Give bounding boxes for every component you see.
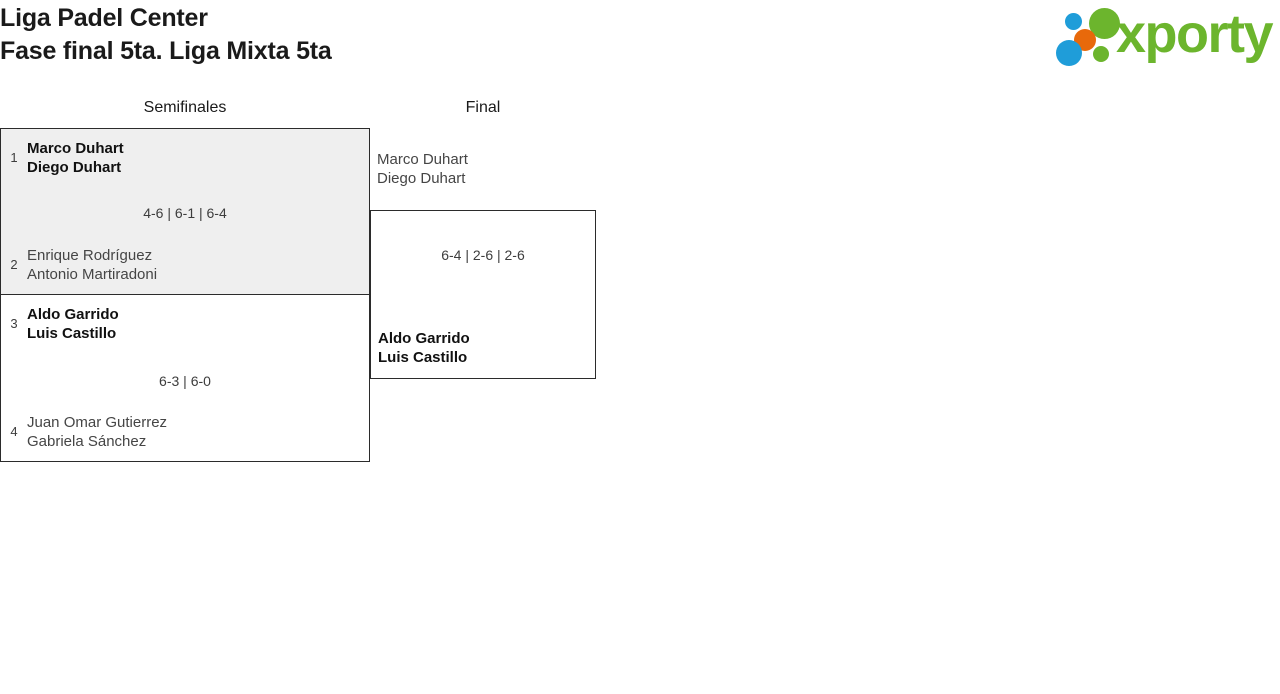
match-semifinal-2[interactable]: 3 Aldo Garrido Luis Castillo 6-3 | 6-0 4… bbox=[0, 294, 370, 462]
team-players: Marco Duhart Diego Duhart bbox=[377, 150, 468, 188]
match-team-top[interactable]: 1 Marco Duhart Diego Duhart bbox=[1, 139, 124, 177]
team-players: Aldo Garrido Luis Castillo bbox=[378, 329, 470, 367]
match-score: 6-4 | 2-6 | 2-6 bbox=[441, 247, 525, 263]
player-name: Diego Duhart bbox=[27, 159, 122, 176]
player-name: Enrique Rodríguez bbox=[27, 247, 153, 264]
match-team-top[interactable]: 3 Aldo Garrido Luis Castillo bbox=[1, 305, 119, 343]
match-team-bottom[interactable]: 2 Enrique Rodríguez Antonio Martiradoni bbox=[1, 246, 157, 284]
logo-dot-blue-small bbox=[1065, 13, 1082, 30]
tournament-phase: Fase final 5ta. Liga Mixta 5ta bbox=[0, 37, 332, 65]
page-title: Liga Padel Center Fase final 5ta. Liga M… bbox=[0, 2, 332, 68]
team-players: Enrique Rodríguez Antonio Martiradoni bbox=[27, 246, 157, 284]
team-players: Juan Omar Gutierrez Gabriela Sánchez bbox=[27, 413, 167, 451]
logo-dots-icon bbox=[1056, 7, 1120, 67]
match-score: 6-3 | 6-0 bbox=[159, 373, 211, 389]
match-team-bottom[interactable]: 4 Juan Omar Gutierrez Gabriela Sánchez bbox=[1, 413, 167, 451]
seed-number: 3 bbox=[10, 316, 18, 331]
player-name: Marco Duhart bbox=[377, 151, 468, 168]
round-header-final: Final bbox=[465, 99, 501, 116]
xporty-logo[interactable]: xporty bbox=[1048, 3, 1274, 71]
team-players: Marco Duhart Diego Duhart bbox=[27, 139, 124, 177]
logo-dot-green-small bbox=[1093, 46, 1109, 62]
match-score: 4-6 | 6-1 | 6-4 bbox=[143, 205, 227, 221]
player-name: Aldo Garrido bbox=[27, 306, 119, 323]
player-name: Juan Omar Gutierrez bbox=[27, 414, 168, 431]
match-final[interactable]: 6-4 | 2-6 | 2-6 Aldo Garrido Luis Castil… bbox=[370, 210, 596, 379]
seed-number: 1 bbox=[10, 150, 18, 165]
player-name: Aldo Garrido bbox=[378, 330, 470, 347]
team-players: Aldo Garrido Luis Castillo bbox=[27, 305, 119, 343]
tournament-name: Liga Padel Center bbox=[0, 4, 208, 32]
player-name: Diego Duhart bbox=[377, 170, 466, 187]
page-header: Liga Padel Center Fase final 5ta. Liga M… bbox=[0, 0, 1280, 80]
round-header-semifinals: Semifinales bbox=[143, 99, 227, 116]
logo-dot-blue-large bbox=[1056, 40, 1082, 66]
player-name: Antonio Martiradoni bbox=[27, 266, 158, 283]
logo-wordmark: xporty bbox=[1116, 4, 1274, 64]
seed-number: 2 bbox=[10, 257, 18, 272]
player-name: Luis Castillo bbox=[27, 325, 117, 342]
player-name: Gabriela Sánchez bbox=[27, 433, 147, 450]
player-name: Marco Duhart bbox=[27, 140, 124, 157]
match-semifinal-1[interactable]: 1 Marco Duhart Diego Duhart 4-6 | 6-1 | … bbox=[0, 128, 370, 295]
player-name: Luis Castillo bbox=[378, 349, 468, 366]
final-team-top[interactable]: Marco Duhart Diego Duhart bbox=[377, 150, 468, 188]
seed-number: 4 bbox=[10, 424, 18, 439]
final-team-bottom[interactable]: Aldo Garrido Luis Castillo bbox=[378, 329, 470, 367]
